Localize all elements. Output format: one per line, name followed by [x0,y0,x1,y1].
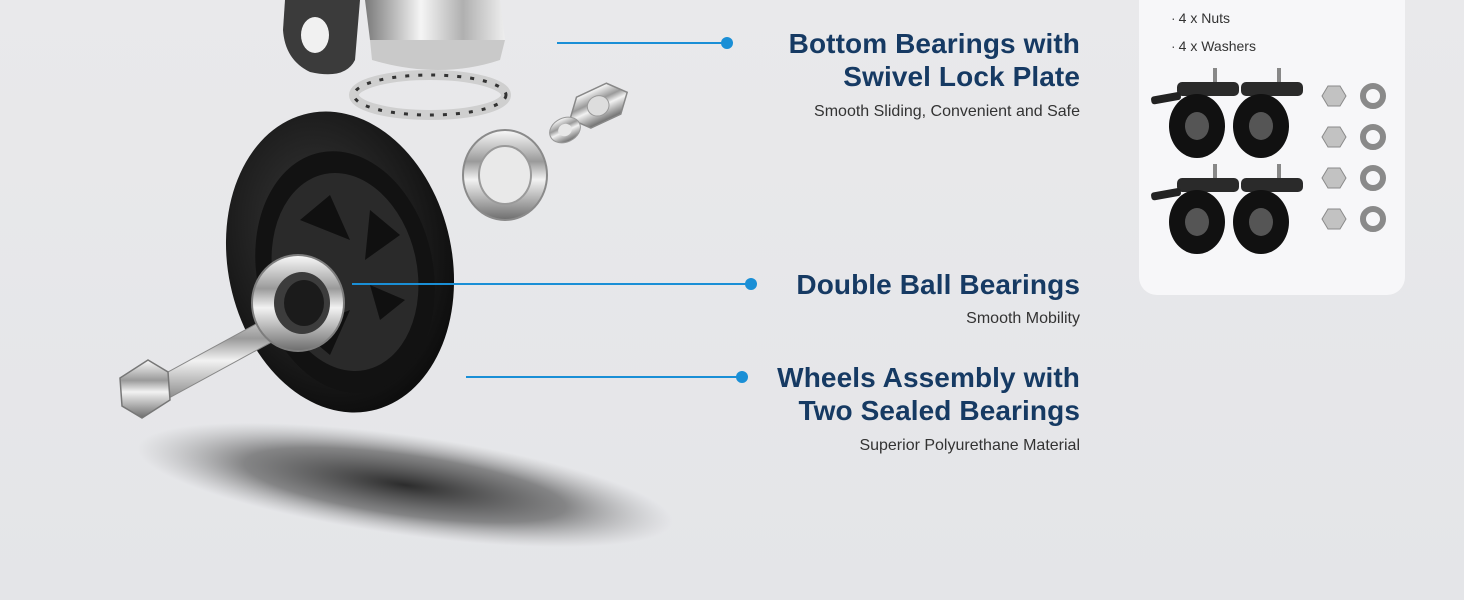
bullet: · [1171,38,1176,54]
washer-icon [1360,165,1386,191]
callout-subtitle: Smooth Mobility [966,310,1080,327]
caster-icon [1151,164,1239,254]
callout-title-line: Two Sealed Bearings [798,395,1080,426]
exploded-caster-illustration [119,0,673,548]
leader-dot [745,278,757,290]
nut-icon [1321,167,1347,189]
sealed-bearing [462,129,548,221]
callout-title-line: Wheels Assembly with [777,362,1080,393]
washer-icon [1360,206,1386,232]
hub-bearing [251,254,345,352]
nut-icon [1321,85,1347,107]
callout-wheels-assembly: Wheels Assembly with Two Sealed Bearings… [777,361,1080,456]
leader-dot [736,371,748,383]
bracket-top [283,0,505,75]
package-item-label: 4 x Washers [1178,38,1256,54]
bullet: · [1171,10,1176,26]
leader-line-bottom-bearings [557,37,733,49]
nut-icon [1321,208,1347,230]
caster-icon [1151,68,1239,158]
callout-title: Bottom Bearings with Swivel Lock Plate [789,27,1080,93]
leader-line-wheels-assembly [466,371,748,383]
callout-subtitle: Superior Polyurethane Material [859,437,1080,454]
callout-double-ball-bearings: Double Ball Bearings Smooth Mobility [796,268,1080,329]
caster-icon [1233,68,1303,158]
package-contents-card: ·4 x Nuts ·4 x Washers [1139,0,1405,295]
callout-title: Wheels Assembly with Two Sealed Bearings [777,361,1080,427]
package-item: ·4 x Nuts [1171,10,1230,26]
leader-line-double-ball-bearings [352,278,757,290]
package-item: ·4 x Washers [1171,38,1256,54]
ball-bearing-ring [349,70,511,120]
leader-dot [721,37,733,49]
washer-icon [1360,124,1386,150]
callout-title-line: Swivel Lock Plate [843,61,1080,92]
wheel [225,111,455,413]
callout-subtitle: Smooth Sliding, Convenient and Safe [814,103,1080,120]
callout-title: Double Ball Bearings [796,269,1080,300]
caster-icon [1233,164,1303,254]
nut-icon [1321,126,1347,148]
nut-washer-icons [1321,83,1386,232]
callout-title-line: Bottom Bearings with [788,28,1080,59]
washer-icon [1360,83,1386,109]
floor-shadow [137,422,673,548]
washer [549,116,581,144]
callout-bottom-bearings: Bottom Bearings with Swivel Lock Plate S… [789,27,1080,122]
package-item-label: 4 x Nuts [1178,10,1231,26]
package-contents-illustration [1151,68,1386,254]
